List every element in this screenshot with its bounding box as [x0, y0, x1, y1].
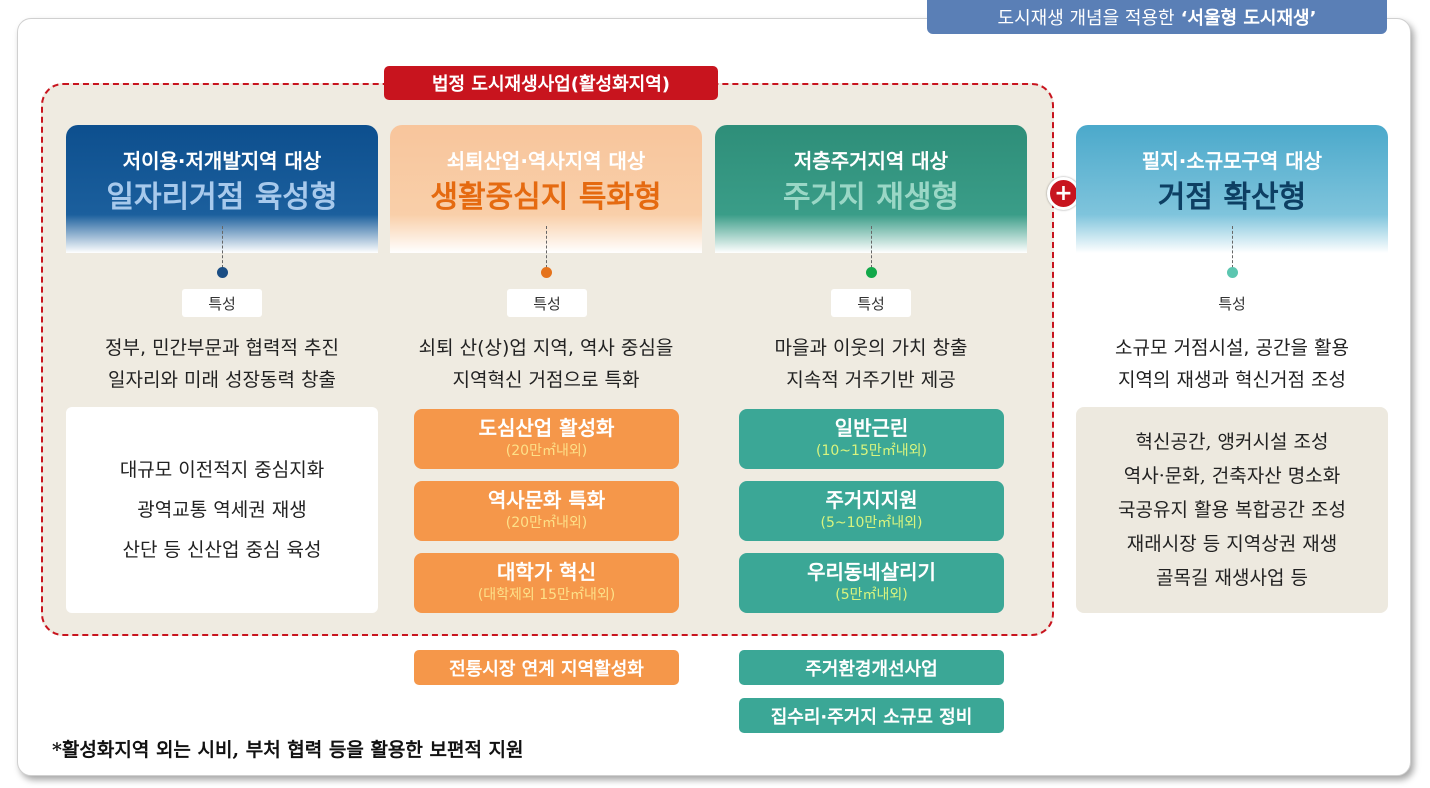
col1-item: 대규모 이전적지 중심지화	[119, 459, 325, 481]
col4-feature-tag: 특성	[1192, 289, 1272, 317]
project-name: 주거지지원	[825, 488, 918, 512]
col3-desc-line: 마을과 이웃의 가치 창출	[774, 337, 968, 359]
col3-desc-line: 지속적 거주기반 제공	[786, 369, 956, 391]
col2-project: 도심산업 활성화 (20만㎡내외)	[414, 409, 679, 469]
col1-type: 일자리거점 육성형	[106, 180, 338, 215]
col4-dot	[1227, 267, 1238, 278]
col4-item: 골목길 재생사업 등	[1156, 567, 1308, 589]
col4-item: 국공유지 활용 복합공간 조성	[1118, 499, 1346, 521]
col4-desc-line: 소규모 거점시설, 공간을 활용	[1115, 337, 1349, 359]
col3-extra-project: 집수리·주거지 소규모 정비	[739, 698, 1004, 733]
col1-desc-line: 일자리와 미래 성장동력 창출	[108, 369, 336, 391]
footnote: *활성화지역 외는 시비, 부처 협력 등을 활용한 보편적 지원	[52, 739, 524, 761]
col3-dot	[866, 267, 877, 278]
col1-target: 저이용·저개발지역 대상	[122, 149, 322, 173]
col4-item: 혁신공간, 앵커시설 조성	[1135, 431, 1329, 453]
col4-desc-line: 지역의 재생과 혁신거점 조성	[1118, 369, 1346, 391]
col2-dot	[541, 267, 552, 278]
col2-project: 역사문화 특화 (20만㎡내외)	[414, 481, 679, 541]
col2-project: 대학가 혁신 (대학제외 15만㎡내외)	[414, 553, 679, 613]
col4-item: 재래시장 등 지역상권 재생	[1126, 533, 1338, 555]
project-size: (20만㎡내외)	[505, 515, 588, 531]
col2-extra-project: 전통시장 연계 지역활성화	[414, 650, 679, 685]
col4-target: 필지·소규모구역 대상	[1141, 149, 1323, 173]
col4-items-box: 혁신공간, 앵커시설 조성 역사·문화, 건축자산 명소화 국공유지 활용 복합…	[1076, 407, 1388, 613]
col1-dot	[217, 267, 228, 278]
col1-item: 광역교통 역세권 재생	[137, 499, 307, 521]
col2-desc: 쇠퇴 산(상)업 지역, 역사 중심을 지역혁신 거점으로 특화	[376, 332, 716, 396]
legal-zone-title: 법정 도시재생사업(활성화지역)	[384, 66, 718, 100]
col3-project: 우리동네살리기 (5만㎡내외)	[739, 553, 1004, 613]
col1-header: 저이용·저개발지역 대상 일자리거점 육성형	[66, 125, 378, 253]
project-size: (20만㎡내외)	[505, 443, 588, 459]
col1-items-box: 대규모 이전적지 중심지화 광역교통 역세권 재생 산단 등 신산업 중심 육성	[66, 407, 378, 613]
project-name: 일반근린	[834, 416, 909, 440]
project-size: (대학제외 15만㎡내외)	[477, 587, 616, 603]
col2-feature-tag: 특성	[507, 289, 587, 317]
header-tag-prefix: 도시재생 개념을 적용한	[997, 8, 1175, 29]
col1-item: 산단 등 신산업 중심 육성	[122, 539, 322, 561]
header-tag-emphasis: ‘서울형 도시재생’	[1180, 8, 1317, 29]
project-name: 도심산업 활성화	[478, 416, 615, 440]
col3-connector	[871, 226, 872, 268]
project-name: 우리동네살리기	[807, 560, 936, 584]
project-name: 대학가 혁신	[497, 560, 596, 584]
col3-target: 저층주거지역 대상	[793, 149, 949, 173]
col2-connector	[546, 226, 547, 268]
project-name: 역사문화 특화	[487, 488, 606, 512]
col3-desc: 마을과 이웃의 가치 창출 지속적 거주기반 제공	[701, 332, 1041, 396]
col2-desc-line: 지역혁신 거점으로 특화	[452, 369, 640, 391]
col1-feature-tag: 특성	[182, 289, 262, 317]
col4-type: 거점 확산형	[1157, 180, 1307, 215]
project-size: (10~15만㎡내외)	[816, 443, 927, 459]
col3-project: 일반근린 (10~15만㎡내외)	[739, 409, 1004, 469]
col3-type: 주거지 재생형	[782, 180, 960, 215]
col4-connector	[1232, 226, 1233, 268]
col3-extra-project: 주거환경개선사업	[739, 650, 1004, 685]
col2-type: 생활중심지 특화형	[430, 180, 662, 215]
col4-desc: 소규모 거점시설, 공간을 활용 지역의 재생과 혁신거점 조성	[1062, 332, 1402, 396]
col2-desc-line: 쇠퇴 산(상)업 지역, 역사 중심을	[418, 337, 674, 359]
col3-feature-tag: 특성	[831, 289, 911, 317]
project-size: (5만㎡내외)	[835, 587, 908, 603]
col4-item: 역사·문화, 건축자산 명소화	[1123, 465, 1341, 487]
col1-connector	[222, 226, 223, 268]
col1-desc: 정부, 민간부문과 협력적 추진 일자리와 미래 성장동력 창출	[52, 332, 392, 396]
col2-target: 쇠퇴산업·역사지역 대상	[446, 149, 646, 173]
project-size: (5~10만㎡내외)	[820, 515, 923, 531]
header-tag: 도시재생 개념을 적용한 ‘서울형 도시재생’	[927, 0, 1387, 34]
col1-desc-line: 정부, 민간부문과 협력적 추진	[105, 337, 339, 359]
col3-project: 주거지지원 (5~10만㎡내외)	[739, 481, 1004, 541]
